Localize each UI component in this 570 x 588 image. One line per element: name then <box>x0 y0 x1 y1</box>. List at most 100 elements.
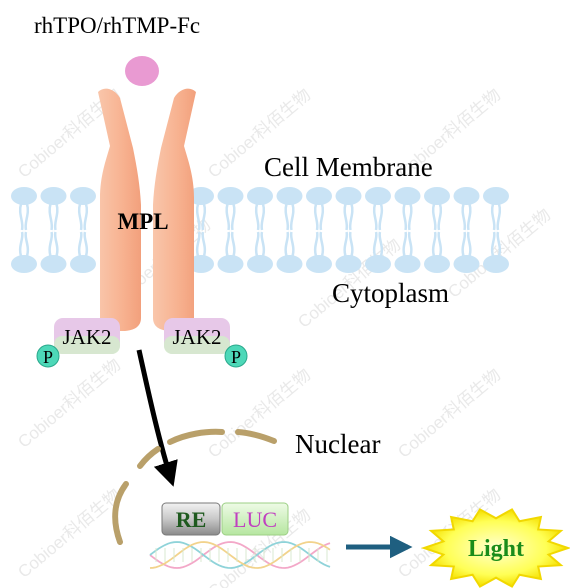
lipid-tail <box>343 203 349 231</box>
lipid-tail <box>77 203 83 231</box>
lipid-tail <box>407 231 413 257</box>
lipid-head <box>453 255 480 273</box>
lipid-tail <box>284 203 290 231</box>
lipid-head <box>424 255 450 273</box>
lipid-tail <box>260 203 266 231</box>
lipid-head <box>335 255 362 273</box>
jak2-left-label: JAK2 <box>62 325 111 349</box>
lipid-tail <box>230 203 236 231</box>
dna-strand <box>149 541 331 569</box>
lipid-head <box>306 187 332 205</box>
lipid-head <box>335 187 362 205</box>
lipid-tail <box>18 203 24 231</box>
light-label: Light <box>468 536 524 562</box>
lipid-tail <box>225 231 231 257</box>
lipid-tail <box>461 231 467 257</box>
jak2-right-label: JAK2 <box>172 325 221 349</box>
ligand-molecule <box>125 56 159 86</box>
lipid-head <box>70 187 96 205</box>
lipid-tail <box>313 231 319 257</box>
lipid-tail <box>289 231 295 257</box>
lipid-head <box>247 255 273 273</box>
signal-arrow <box>136 349 178 487</box>
dna-helix <box>149 541 331 569</box>
lipid-tail <box>378 231 384 257</box>
phosphate-left-label: P <box>43 347 53 367</box>
lipid-tail <box>319 203 325 231</box>
lipid-tail <box>461 203 467 231</box>
lipid-tail <box>195 231 201 257</box>
lipid-head <box>11 255 37 273</box>
lipid-tail <box>201 231 207 257</box>
lipid-tail <box>466 231 472 257</box>
lipid-tail <box>466 203 472 231</box>
phosphate-left: P <box>36 344 60 368</box>
lipid-tail <box>53 231 59 257</box>
lipid-tail <box>254 231 260 257</box>
lipid-tail <box>195 203 201 231</box>
lipid-head <box>276 187 303 205</box>
lipid-tail <box>372 203 378 231</box>
lipid-tail <box>348 231 354 257</box>
lipid-head <box>365 187 391 205</box>
lipid-tail <box>402 203 408 231</box>
lipid-tail <box>284 231 290 257</box>
lipid-tail <box>372 231 378 257</box>
lipid-tail <box>201 203 207 231</box>
jak2-left: JAK2 <box>54 318 120 354</box>
lipid-head <box>188 255 214 273</box>
lipid-head <box>424 187 450 205</box>
lipid-tail <box>402 231 408 257</box>
response-element-box: RE <box>161 502 221 536</box>
lipid-tail <box>77 231 83 257</box>
lipid-tail <box>24 231 30 257</box>
lipid-head <box>483 187 509 205</box>
lipid-head <box>306 255 332 273</box>
lipid-tail <box>490 203 496 231</box>
lipid-tail <box>490 231 496 257</box>
lipid-head <box>483 255 509 273</box>
lipid-head <box>217 187 244 205</box>
lipid-head <box>453 187 480 205</box>
lipid-tail <box>53 203 59 231</box>
lipid-tail <box>83 203 89 231</box>
mpl-receptor <box>98 88 196 331</box>
lipid-tail <box>431 203 437 231</box>
lipid-tail <box>230 231 236 257</box>
lipid-tail <box>348 203 354 231</box>
nuclear-label: Nuclear <box>295 429 380 459</box>
lipid-tail <box>496 203 502 231</box>
watermark-text: Cobioer科佰生物 <box>14 485 124 582</box>
watermark-text: Cobioer科佰生物 <box>14 355 124 452</box>
lipid-tail <box>83 231 89 257</box>
lipid-tail <box>48 231 54 257</box>
nuclear-envelope <box>112 428 277 545</box>
lipid-tail <box>24 203 30 231</box>
response-element-label: RE <box>176 507 207 532</box>
lipid-head <box>247 187 273 205</box>
cell-membrane <box>11 187 509 273</box>
lipid-tail <box>289 203 295 231</box>
lipid-head <box>40 187 67 205</box>
lipid-head <box>217 255 244 273</box>
lipid-tail <box>343 231 349 257</box>
lipid-tail <box>407 203 413 231</box>
lipid-tail <box>431 231 437 257</box>
lipid-head <box>276 255 303 273</box>
watermark-text: Cobioer科佰生物 <box>394 365 504 462</box>
lipid-head <box>70 255 96 273</box>
lipid-tail <box>313 203 319 231</box>
jak2-right: JAK2 <box>164 318 230 354</box>
lipid-tail <box>225 203 231 231</box>
lipid-tail <box>48 203 54 231</box>
lipid-tail <box>437 203 443 231</box>
lipid-head <box>188 187 214 205</box>
lipid-tail <box>378 203 384 231</box>
lipid-head <box>40 255 67 273</box>
lipid-head <box>394 187 421 205</box>
lipid-tail <box>18 231 24 257</box>
lipid-head <box>394 255 421 273</box>
lipid-tail <box>437 231 443 257</box>
